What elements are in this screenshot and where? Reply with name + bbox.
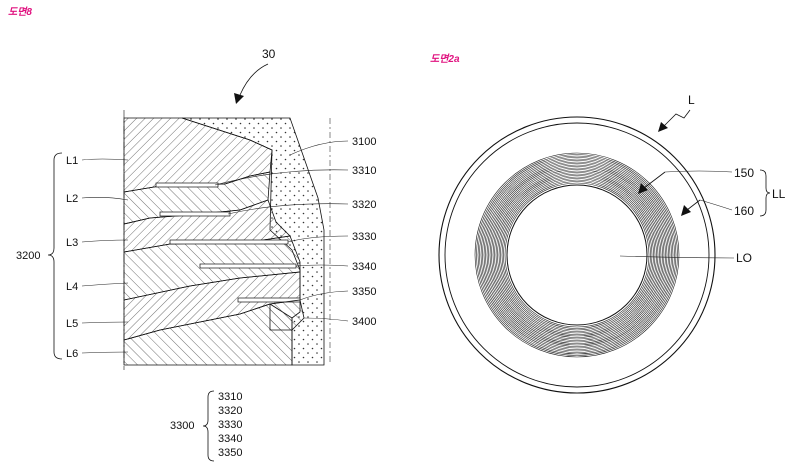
label-l-arrowhead <box>658 122 668 132</box>
layer-label-l5: L5 <box>66 318 78 330</box>
ring-line <box>503 181 651 329</box>
retainer-3400 <box>269 299 305 331</box>
ring-line <box>500 178 654 332</box>
leader-l5 <box>81 321 129 324</box>
callout-3310: 3310 <box>352 165 376 177</box>
callout-3320: 3320 <box>352 199 376 211</box>
group-3300-item-3: 3330 <box>218 419 242 431</box>
ref-30-label: 30 <box>262 47 276 61</box>
arrow-150-line <box>643 171 666 189</box>
lens-outer-circle <box>438 116 716 394</box>
ring-line <box>498 176 656 334</box>
layer-label-l3: L3 <box>66 237 78 249</box>
label-150: 150 <box>734 166 754 180</box>
ring-line <box>483 161 671 349</box>
group-3300-item-2: 3320 <box>218 405 242 417</box>
ring-line <box>486 164 668 346</box>
layer-label-l2: L2 <box>66 193 78 205</box>
label-l-leader <box>663 109 691 127</box>
lens-outer-circle-inner-edge <box>444 122 710 388</box>
group-label-3200: 3200 <box>16 250 40 262</box>
ring-line <box>488 166 666 344</box>
leader-3320 <box>227 203 349 215</box>
group-3300-item-4: 3340 <box>218 433 242 445</box>
leader-3400 <box>303 317 349 322</box>
label-l: L <box>688 93 695 107</box>
figure-2a: 도면2a L 150 160 LL LO <box>430 53 786 394</box>
arrow-160-line <box>686 199 701 211</box>
leader-l3 <box>81 239 129 243</box>
ref-30-arrow-line <box>239 63 269 96</box>
group-3300-item-1: 3310 <box>218 391 242 403</box>
ref-30-arrowhead <box>234 93 244 104</box>
ring-line <box>476 154 678 356</box>
leader-3340 <box>295 264 349 267</box>
ring-line <box>482 160 672 350</box>
spacer-3320 <box>159 211 231 217</box>
leader-l2 <box>81 197 129 201</box>
figure-8: 도면8 30 <box>8 6 376 462</box>
spacer-3330 <box>169 239 289 245</box>
label-lo: LO <box>736 251 752 265</box>
callout-3100: 3100 <box>352 136 376 148</box>
layer-label-l4: L4 <box>66 281 78 293</box>
figure-8-title: 도면8 <box>8 6 32 18</box>
leader-l4 <box>81 282 129 287</box>
ring-line <box>494 172 660 338</box>
leader-l1 <box>81 158 129 161</box>
aperture-lo <box>506 184 648 326</box>
ring-band-150 <box>474 152 680 358</box>
ring-line <box>489 167 665 343</box>
leader-3100 <box>289 140 349 156</box>
arrow-160-head <box>681 205 691 216</box>
lens-stack-cross-section <box>123 110 331 370</box>
label-160: 160 <box>734 204 754 218</box>
ring-line <box>477 155 677 355</box>
leader-150 <box>664 170 733 173</box>
ring-line <box>485 163 669 347</box>
ring-line <box>479 157 675 353</box>
group-3300-item-5: 3350 <box>218 447 242 459</box>
leader-3310 <box>214 169 349 186</box>
spacer-3310 <box>155 182 219 188</box>
group-label-3300: 3300 <box>170 420 194 432</box>
ring-line <box>480 158 674 352</box>
figure-2a-title: 도면2a <box>430 53 460 65</box>
ring-line <box>474 152 680 358</box>
leader-3350 <box>299 290 349 301</box>
callout-3330: 3330 <box>352 231 376 243</box>
ring-line <box>497 175 657 335</box>
ring-line <box>504 182 650 328</box>
leader-l6 <box>81 351 129 354</box>
layer-label-l6: L6 <box>66 348 78 360</box>
layer-label-l1: L1 <box>66 155 78 167</box>
group-brace-3300 <box>202 390 215 462</box>
ring-line <box>495 173 659 337</box>
spacer-3340 <box>199 263 297 269</box>
callout-3350: 3350 <box>352 286 376 298</box>
label-ll: LL <box>772 187 786 201</box>
ring-line <box>501 179 653 331</box>
callout-3340: 3340 <box>352 261 376 273</box>
leader-lo <box>619 255 735 259</box>
leader-3330 <box>287 235 349 243</box>
ring-line <box>492 170 662 340</box>
leader-160 <box>699 199 733 211</box>
group-brace-3200 <box>47 152 63 360</box>
arrow-150-head <box>638 183 648 194</box>
ring-line <box>491 169 663 341</box>
callout-3400: 3400 <box>352 316 376 328</box>
brace-ll <box>759 169 771 217</box>
